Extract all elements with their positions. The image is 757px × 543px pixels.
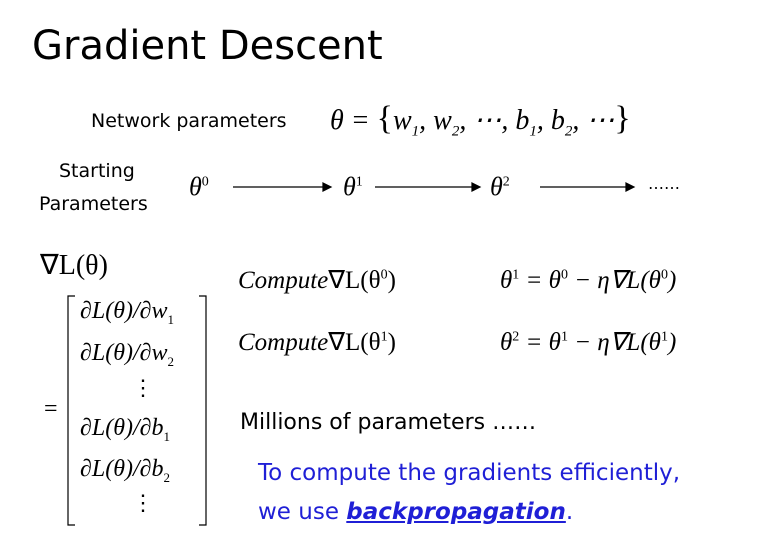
update-equation-1: θ1 = θ0 − η∇L(θ0) <box>500 267 677 294</box>
grad-row-vdots-2: ⋮ <box>132 490 154 515</box>
note-prefix: we use <box>258 499 347 525</box>
open-brace: { <box>376 100 393 137</box>
b-var: , ⋯, b <box>459 105 530 136</box>
chain-ellipsis: …… <box>648 174 680 193</box>
equals-sign: = <box>44 396 58 422</box>
trailing-dots: , ⋯ <box>572 105 615 136</box>
theta-1: θ1 <box>343 172 363 201</box>
w-var-2: , w <box>419 105 452 136</box>
grad-row-w1: ∂L(θ)/∂w1 <box>80 298 175 327</box>
gradient-label: ∇L(θ) <box>40 250 108 281</box>
grad-row-b1: ∂L(θ)/∂b1 <box>80 415 171 444</box>
theta-set-formula: θ = {w1, w2, ⋯, b1, b2, ⋯} <box>330 101 631 150</box>
sub-1: 1 <box>411 123 420 140</box>
millions-of-parameters: Millions of parameters …… <box>240 410 537 435</box>
w-var: w <box>392 105 412 136</box>
theta-2: θ2 <box>490 172 510 201</box>
network-parameters-label: Network parameters <box>91 110 287 132</box>
theta-lhs: θ = <box>330 105 377 136</box>
update-equation-2: θ2 = θ1 − η∇L(θ1) <box>500 329 677 356</box>
grad-row-vdots-1: ⋮ <box>132 375 154 400</box>
grad-row-w2: ∂L(θ)/∂w2 <box>80 340 175 369</box>
slide-title: Gradient Descent <box>32 23 383 69</box>
sub-2: 2 <box>451 123 460 140</box>
efficient-note-line-1: To compute the gradients efficiently, <box>258 460 681 486</box>
arrow-1-head <box>322 182 333 192</box>
b-var-2: , b <box>536 105 565 136</box>
theta-0: θ0 <box>189 172 209 201</box>
right-bracket <box>199 295 207 526</box>
close-brace: } <box>614 100 631 137</box>
sub-4: 2 <box>564 123 573 140</box>
left-bracket <box>67 295 75 526</box>
arrow-3-head <box>625 182 636 192</box>
arrow-2-head <box>471 182 482 192</box>
starting-label: Starting <box>59 160 135 182</box>
compute-line-2: Compute∇L(θ1) <box>238 329 396 356</box>
efficient-note-line-2: we use backpropagation. <box>258 499 573 525</box>
compute-line-1: Compute∇L(θ0) <box>238 267 396 294</box>
parameters-label: Parameters <box>39 193 148 215</box>
note-suffix: . <box>565 499 574 525</box>
backpropagation-term: backpropagation <box>346 499 566 525</box>
grad-row-b2: ∂L(θ)/∂b2 <box>80 456 171 485</box>
sub-3: 1 <box>529 123 537 140</box>
